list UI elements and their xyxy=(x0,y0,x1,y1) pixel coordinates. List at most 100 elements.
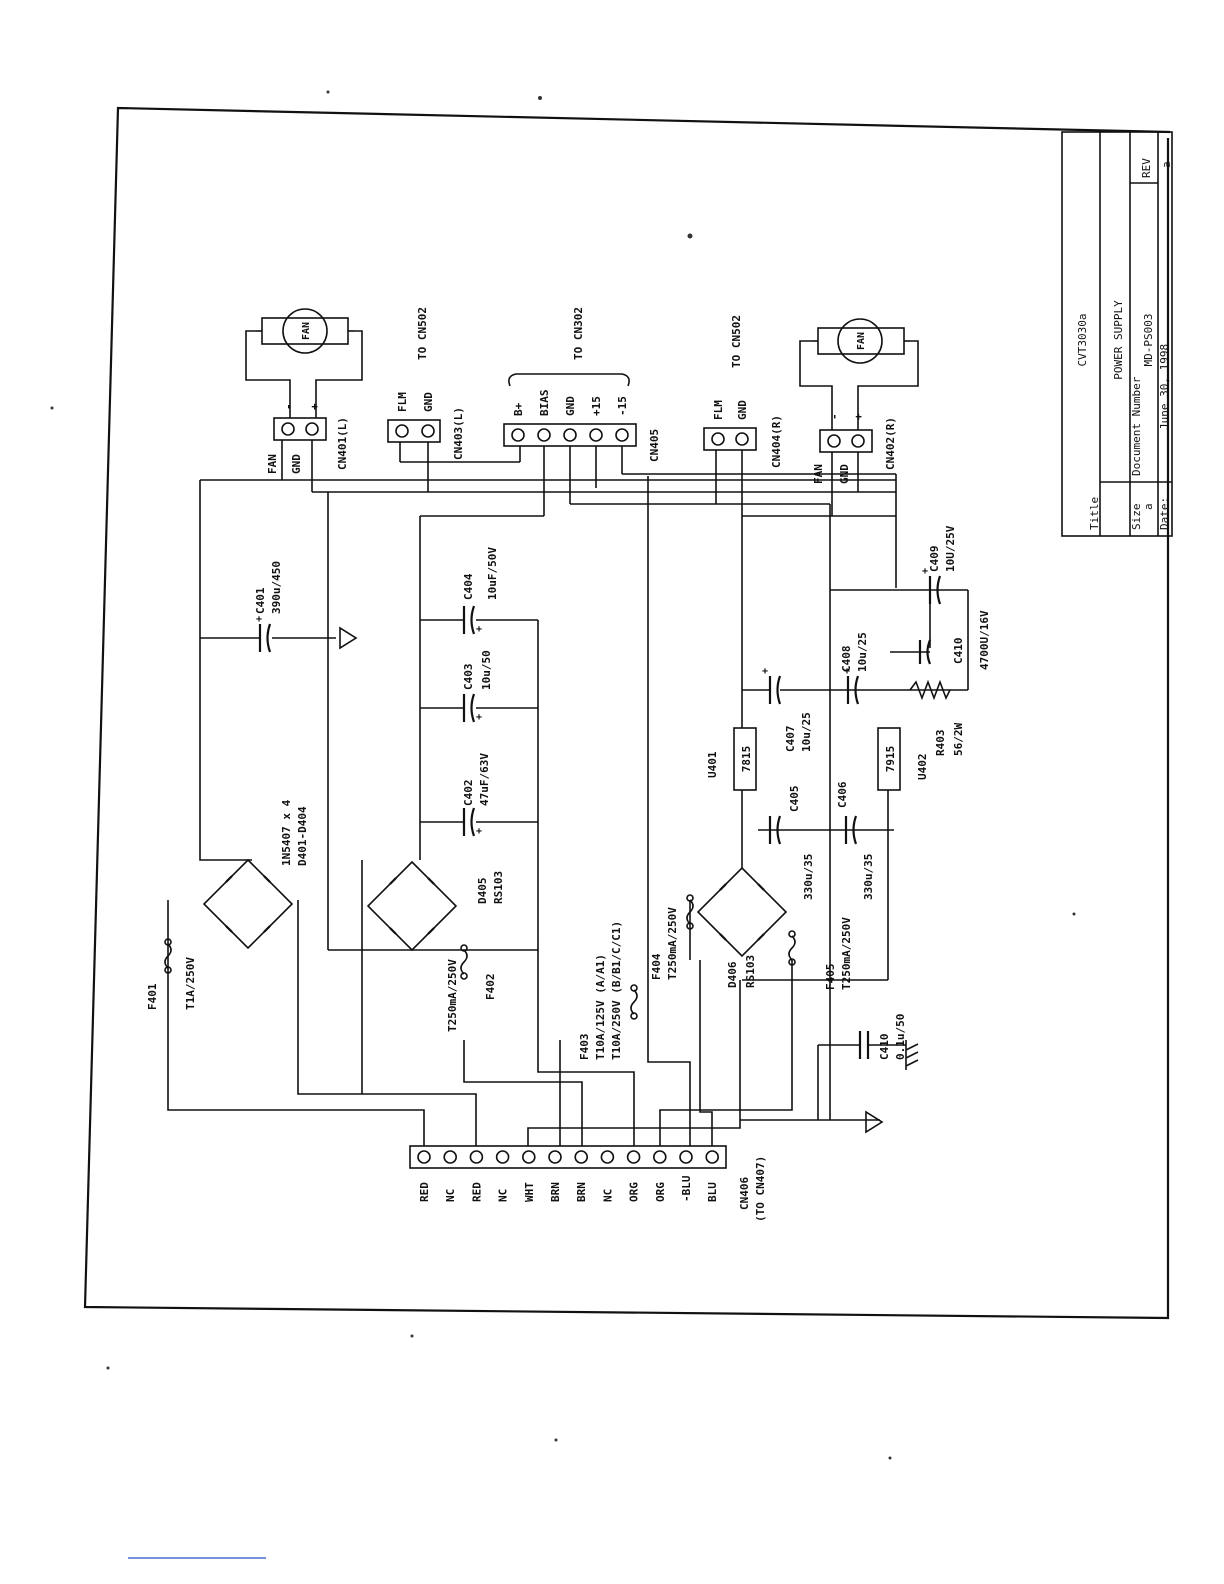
svg-text:+: + xyxy=(476,826,482,837)
fan-left-label: FAN xyxy=(301,322,312,340)
ground-symbol-bottom xyxy=(865,1110,884,1134)
cn404-ref: CN404(R) xyxy=(770,415,783,468)
fan-left: FAN xyxy=(245,308,363,418)
sheet-border xyxy=(83,106,1171,1320)
resistor-r403: R403 56/2W xyxy=(909,679,965,757)
c410b-value: 0.1u/50 xyxy=(894,1014,907,1060)
c406-ref: C406 xyxy=(836,781,849,808)
cn404-pin-gnd: GND xyxy=(736,400,749,420)
f402-ref: F402 xyxy=(484,974,497,1001)
cn406-pin xyxy=(548,1150,562,1164)
cn406-pin xyxy=(652,1150,667,1164)
u402-ref: U402 xyxy=(916,754,929,781)
capacitor-c409: + C409 10U/25V xyxy=(922,525,957,605)
c402-ref: C402 xyxy=(462,780,475,807)
fuse-f405: F405 T250mA/250V xyxy=(788,917,853,991)
u401-ref: U401 xyxy=(706,751,719,778)
cn404-pin-flm: FLM xyxy=(712,400,725,420)
fuse-f404: F404 T250mA/250V xyxy=(650,894,694,980)
f404-ref: F404 xyxy=(650,953,663,980)
cn406-pin-label: BRN xyxy=(549,1182,562,1202)
cn401-side-gnd: GND xyxy=(290,454,303,474)
size-value: a xyxy=(1142,503,1155,510)
connector-cn404: FLM GND TO CN502 CN404(R) xyxy=(703,315,783,468)
cn406-pin-label: RED xyxy=(470,1182,483,1202)
c408-ref: C408 xyxy=(840,646,853,673)
cn406-pin xyxy=(469,1150,484,1164)
capacitor-c405: C405 330u/35 xyxy=(768,786,815,900)
c407-value: 10u/25 xyxy=(800,712,813,752)
f405-ref: F405 xyxy=(824,964,837,991)
svg-text:+: + xyxy=(256,614,262,625)
cn406-pin-label: NC xyxy=(497,1189,510,1202)
docnum-value: MD-PS003 xyxy=(1142,314,1155,367)
rev-label: REV xyxy=(1140,158,1153,178)
svg-text:+: + xyxy=(922,566,928,577)
wiring xyxy=(167,440,969,1146)
cn402-ref: CN402(R) xyxy=(884,417,897,470)
c402-value: 47uF/63V xyxy=(478,753,491,806)
svg-text:+: + xyxy=(762,666,768,677)
title-block: CVT3030a Title POWER SUPPLY Size a Docum… xyxy=(1061,131,1173,537)
cn403-pin-flm: FLM xyxy=(396,392,409,412)
capacitor-c402: + C402 47uF/63V xyxy=(462,753,491,837)
d405-ref: D405 xyxy=(476,878,489,905)
c405-value: 330u/35 xyxy=(802,854,815,900)
cn406-pin xyxy=(600,1150,615,1164)
u402-value: 7915 xyxy=(884,746,897,773)
regulator-u402: 7915 U402 xyxy=(877,727,929,791)
capacitor-c407: + C407 10u/25 xyxy=(762,666,813,752)
size-label: Size xyxy=(1130,504,1143,531)
rev-value: a xyxy=(1160,161,1173,168)
c403-ref: C403 xyxy=(462,664,475,691)
cn406-pin xyxy=(574,1150,589,1164)
docnum-label: Document Number xyxy=(1130,376,1143,476)
svg-text:+: + xyxy=(476,712,482,723)
cn406-pin-label: ORG xyxy=(628,1182,641,1202)
f401-value: T1A/250V xyxy=(184,957,197,1010)
cn406-pin xyxy=(495,1150,510,1164)
date-label: Date: xyxy=(1158,497,1171,530)
cn402-pin-minus: - xyxy=(828,413,841,420)
cn406-pin-label: ORG xyxy=(654,1182,667,1202)
c405-ref: C405 xyxy=(788,786,801,813)
regulator-u401: 7815 U401 xyxy=(706,727,757,791)
f402-value: T250mA/250V xyxy=(446,959,459,1032)
capacitor-c406: C406 330u/35 xyxy=(836,781,875,900)
cn404-dest: TO CN502 xyxy=(730,315,743,368)
connector-cn403: FLM GND TO CN502 CN403(L) xyxy=(387,307,465,460)
ground-symbol-top xyxy=(339,626,358,650)
capacitor-c408: + C408 10u/25 xyxy=(840,632,869,705)
cn406-pin-label: BRN xyxy=(575,1182,588,1202)
r403-ref: R403 xyxy=(934,730,947,757)
connector-cn402: - + CN402(R) FAN GND xyxy=(812,413,897,484)
svg-text:+: + xyxy=(844,666,850,677)
cn406-pin-label: BLU xyxy=(706,1182,719,1202)
capacitor-c401: + C401 390u/450 xyxy=(254,561,283,653)
c408-value: 10u/25 xyxy=(856,632,869,672)
cn406-pin xyxy=(679,1150,693,1164)
f404-value: T250mA/250V xyxy=(666,907,679,980)
f403-value1: T10A/125V (A/A1) xyxy=(594,954,607,1060)
bridge-rectifier-d406: D406 RS103 xyxy=(696,866,788,988)
fan-right-label: FAN xyxy=(856,332,867,350)
project-name: CVT3030a xyxy=(1076,314,1089,367)
f401-ref: F401 xyxy=(146,983,159,1010)
cn406-pin-label: NC xyxy=(444,1189,457,1202)
c404-value: 10uF/50V xyxy=(486,547,499,600)
scan-noise xyxy=(50,90,1076,1460)
f403-ref: F403 xyxy=(578,1034,591,1061)
bridge-main-ref: D401-D404 xyxy=(296,806,309,866)
cn406-pin-label: NC xyxy=(601,1189,614,1202)
connector-cn405: B+ BIAS GND +15 -15 TO CN302 CN405 xyxy=(503,307,661,462)
bridge-main-value: 1N5407 x 4 xyxy=(280,799,293,866)
cn402-pin-plus: + xyxy=(852,413,865,420)
u401-value: 7815 xyxy=(740,746,753,773)
c406-value: 330u/35 xyxy=(862,854,875,900)
cn403-dest: TO CN502 xyxy=(416,307,429,360)
cn401-side-fan: FAN xyxy=(266,454,279,474)
cn406-pin-label: WHT xyxy=(523,1182,536,1202)
title-label: Title xyxy=(1088,497,1101,530)
